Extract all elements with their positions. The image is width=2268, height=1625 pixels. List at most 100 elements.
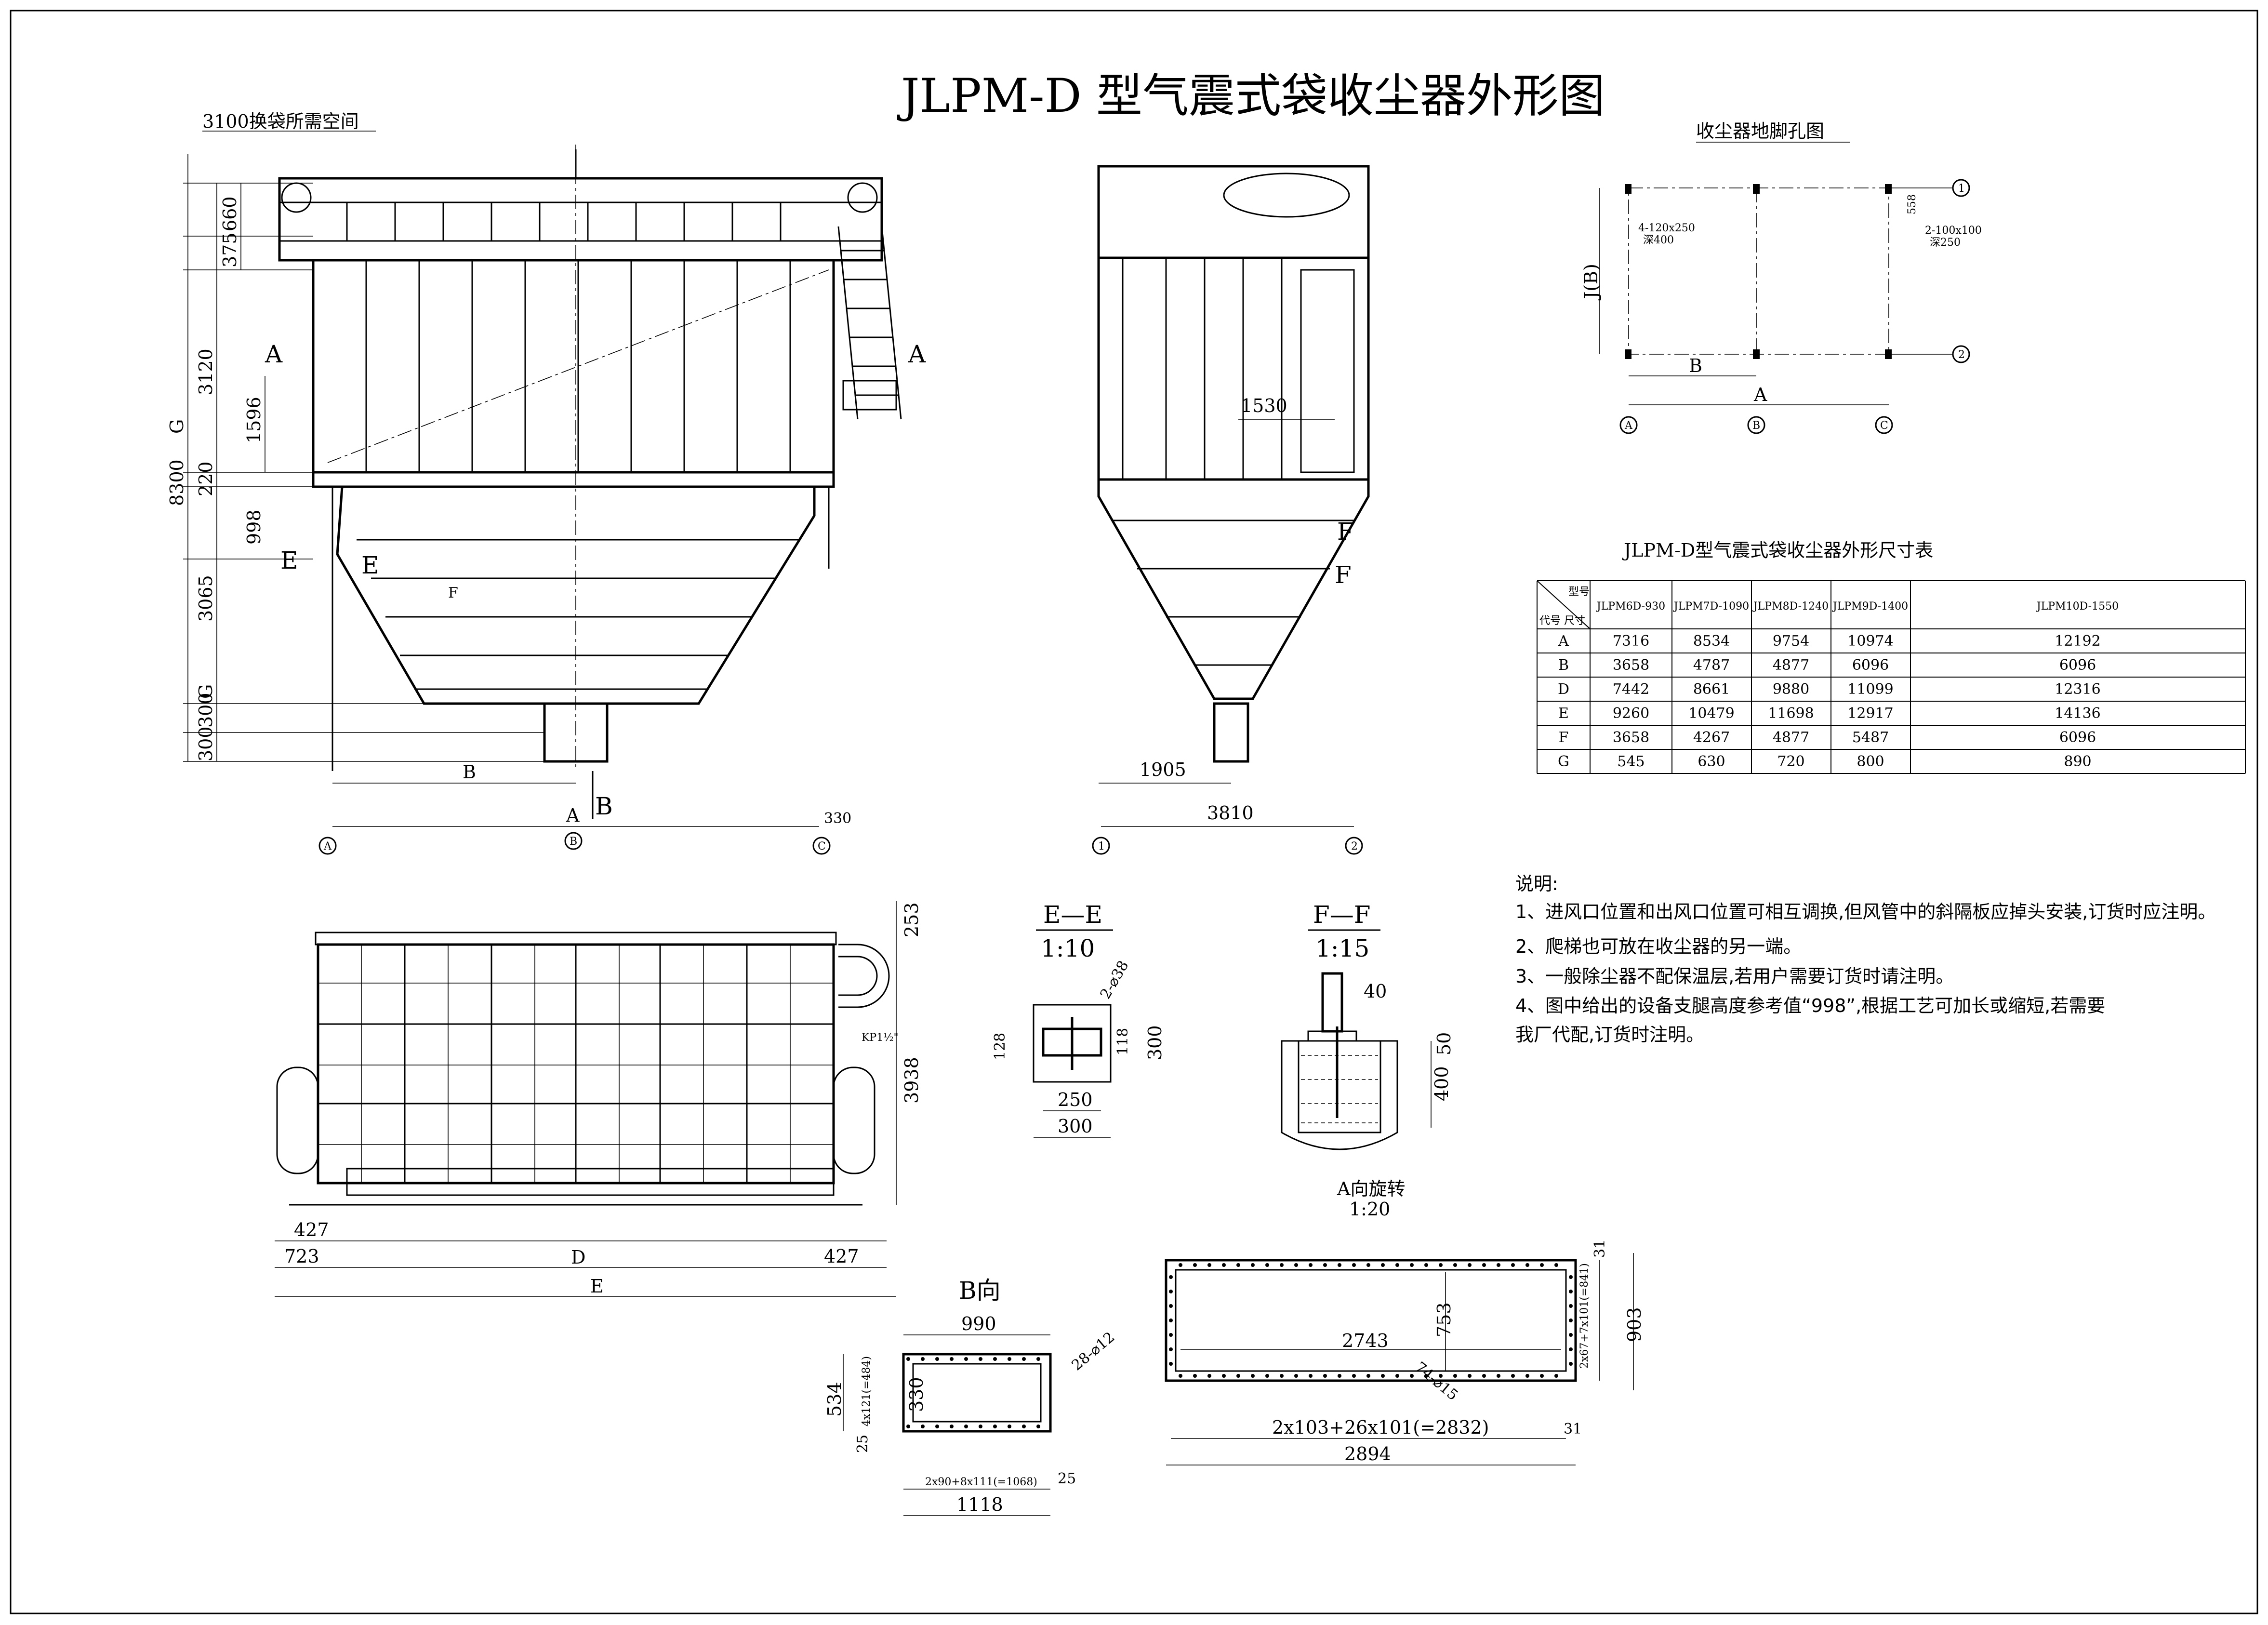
dim-2743: 2743 [1342, 1330, 1389, 1351]
table-title: JLPM-D型气震式袋收尘器外形尺寸表 [1622, 540, 1933, 561]
dim-534: 534 [824, 1382, 845, 1417]
dim-3065: 3065 [195, 575, 216, 622]
table-cell: 14136 [2055, 705, 2100, 722]
table-row-code: D [1558, 681, 1569, 698]
dim-28-phi12: 28-⌀12 [1069, 1329, 1118, 1374]
table-cell: 4267 [1693, 729, 1730, 746]
dim-330-viewb: 330 [906, 1377, 927, 1412]
table-cell: 6096 [1852, 657, 1889, 674]
dim-25-right: 25 [1058, 1470, 1076, 1487]
table-cell: 890 [2064, 753, 2091, 770]
view-a-scale: 1:20 [1349, 1199, 1390, 1220]
table-cell: 12316 [2055, 681, 2100, 698]
dim-400: 400 [1431, 1066, 1452, 1101]
note-item-3: 3、一般除尘器不配保温层,若用户需要订货时请注明。 [1515, 966, 1954, 987]
foundation-axis-2: 2 [1958, 349, 1965, 361]
dim-300-vertical: 300 [1144, 1025, 1166, 1060]
section-ee-title: E—E [1043, 901, 1102, 929]
foundation-axis-1: 1 [1958, 183, 1965, 195]
section-mark-a-right: A [908, 340, 926, 368]
table-cell: 4877 [1773, 729, 1809, 746]
section-ff: F—F 1:15 40 50 400 [1281, 901, 1455, 1150]
table-cell: 9754 [1773, 633, 1809, 650]
dim-250: 250 [1058, 1089, 1093, 1110]
foundation-title: 收尘器地脚孔图 [1696, 120, 1824, 142]
axis-2: 2 [1351, 840, 1358, 852]
dim-2832-pattern: 2x103+26x101(=2832) [1272, 1417, 1489, 1438]
table-cell: 9260 [1613, 705, 1649, 722]
table-row-code: A [1558, 633, 1569, 650]
dim-300-lower: 300 [195, 726, 216, 761]
dim-484-pattern: 4x121(=484) [861, 1356, 873, 1426]
front-view: 3100换袋所需空间 [166, 111, 926, 855]
note-item-4-continued: 我厂代配,订货时注明。 [1515, 1024, 1705, 1045]
table-cell: 10974 [1847, 633, 1893, 650]
table-column-header: JLPM7D-1090 [1673, 600, 1749, 613]
table-cell: 720 [1777, 753, 1804, 770]
table-cell: 5487 [1852, 729, 1889, 746]
dim-723: 723 [284, 1246, 319, 1267]
table-row-code: G [1558, 753, 1569, 770]
dim-1530: 1530 [1241, 395, 1287, 416]
view-a-title: A向旋转 [1337, 1178, 1405, 1199]
bag-change-space-label: 3100换袋所需空间 [202, 111, 359, 132]
table-cell: 12192 [2055, 633, 2100, 650]
note-item-2: 2、爬梯也可放在收尘器的另一端。 [1515, 936, 1802, 957]
table-row-code: B [1558, 657, 1569, 674]
dim-300-upper: 300 [195, 693, 216, 728]
dim-3938: 3938 [901, 1057, 922, 1104]
section-mark-a-left: A [265, 340, 283, 368]
note-depth-250: 深250 [1930, 237, 1961, 249]
table-column-header: JLPM10D-1550 [2036, 600, 2119, 613]
note-item-4: 4、图中给出的设备支腿高度参考值“998”,根据工艺可加长或缩短,若需要 [1515, 995, 2106, 1016]
view-b: B向 990 28-⌀12 534 25 4x121(=484) 330 2x9… [824, 1277, 1118, 1516]
dim-841-pattern: 2x67+7x101(=841) [1578, 1263, 1591, 1369]
dim-427-right: 427 [824, 1246, 859, 1267]
foundation-axis-b: B [1752, 420, 1760, 432]
table-column-header: JLPM8D-1240 [1752, 600, 1829, 613]
dim-2894: 2894 [1344, 1443, 1391, 1465]
dim-b-label: B [463, 761, 476, 783]
dim-g-lower: G [195, 684, 216, 699]
dim-1596: 1596 [243, 397, 265, 443]
section-mark-f-top: F [1337, 518, 1354, 546]
section-ee-scale: 1:10 [1041, 934, 1095, 962]
table-cell: 12917 [1847, 705, 1893, 722]
dim-3810: 3810 [1207, 802, 1254, 824]
table-cell: 11099 [1847, 681, 1893, 698]
dim-d-label: D [571, 1247, 585, 1268]
table-row-code: E [1558, 705, 1569, 722]
note-depth-400: 深400 [1643, 234, 1674, 246]
table-cell: 630 [1698, 753, 1725, 770]
section-ff-scale: 1:15 [1315, 934, 1369, 962]
table-cell: 4877 [1773, 657, 1809, 674]
dim-903: 903 [1624, 1307, 1645, 1342]
dim-40: 40 [1364, 981, 1387, 1002]
table-cell: 4787 [1693, 657, 1730, 674]
dim-300-horizontal: 300 [1058, 1116, 1093, 1137]
section-mark-e-right: E [361, 551, 379, 579]
dim-1905: 1905 [1140, 759, 1186, 780]
flange-bolt-holes [1169, 1263, 1573, 1378]
table-corner-top: 型号 [1568, 586, 1590, 598]
sheet-border [10, 10, 2258, 1614]
dim-128: 128 [992, 1033, 1008, 1060]
table-cell: 3658 [1613, 729, 1649, 746]
table-cell: 11698 [1768, 705, 1814, 722]
view-a-rotated: A向旋转 1:20 2743 753 74-⌀15 2x67+7x101(=84… [1165, 1178, 1645, 1465]
axis-b: B [570, 836, 577, 848]
table-row-code: F [1559, 729, 1569, 746]
dim-1118: 1118 [956, 1494, 1003, 1515]
note-4-120x250: 4-120x250 [1638, 222, 1695, 234]
drawing-title: JLPM-D 型气震式袋收尘器外形图 [897, 69, 1605, 123]
table-cell: 7442 [1613, 681, 1649, 698]
foundation-axis-c: C [1880, 420, 1888, 432]
note-2-100x100: 2-100x100 [1925, 225, 1982, 237]
dim-g-upper: G [166, 419, 187, 434]
dim-660: 660 [219, 196, 240, 231]
table-cell: 3658 [1613, 657, 1649, 674]
table-cell: 800 [1857, 753, 1884, 770]
